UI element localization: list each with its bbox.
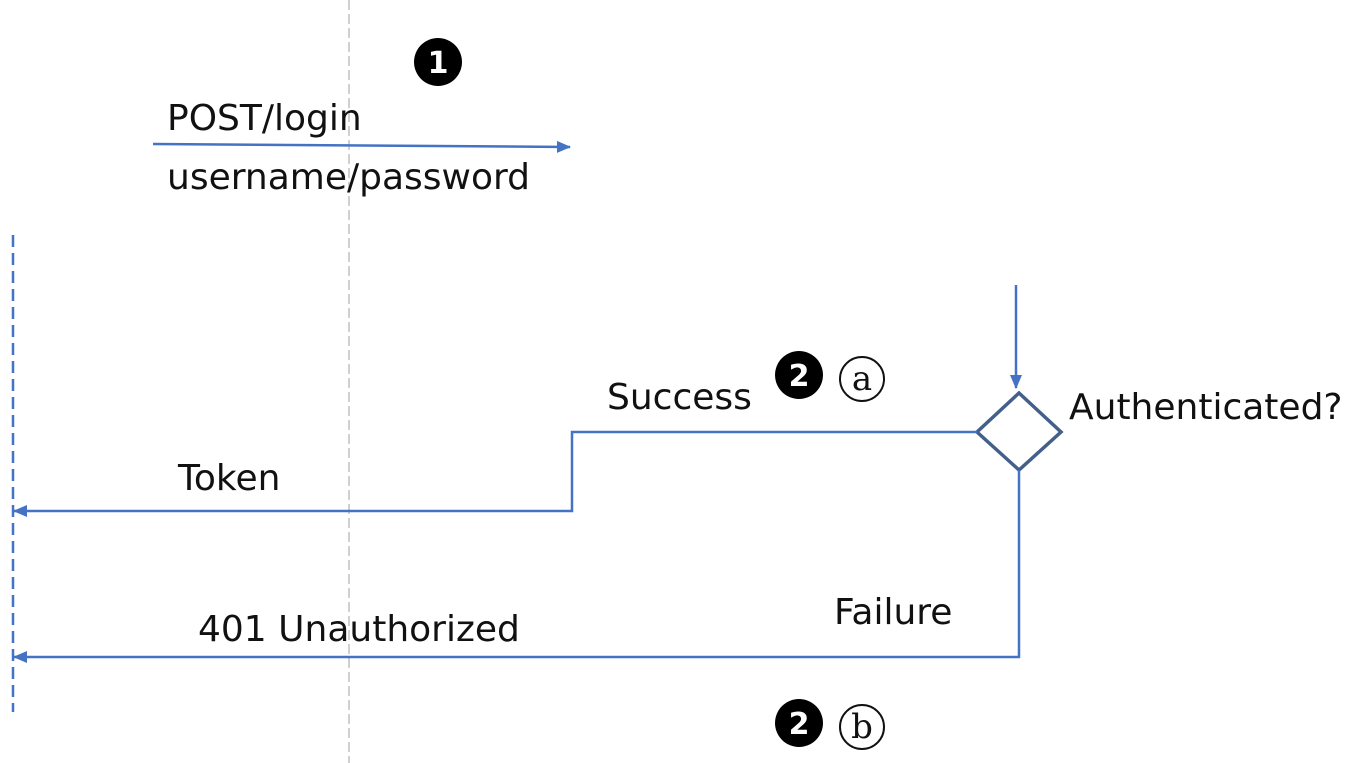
request-label-line2: username/password: [167, 157, 530, 198]
request-label-line1: POST/login: [167, 98, 362, 139]
success-token-arrow: [13, 430, 977, 517]
decision-diamond: [974, 390, 1064, 473]
failure-unauthorized-arrow: [13, 470, 1021, 663]
token-label: Token: [177, 458, 280, 499]
step-1-number: 1: [428, 46, 449, 81]
step-1-badge: 1: [414, 38, 462, 86]
unauthorized-label: 401 Unauthorized: [198, 609, 520, 650]
step-2a-badge: 2 a: [775, 351, 885, 402]
step-2a-letter: a: [852, 359, 872, 399]
step-2a-number: 2: [789, 359, 810, 394]
decision-label: Authenticated?: [1069, 387, 1343, 428]
failure-label: Failure: [834, 592, 952, 633]
step-2b-number: 2: [789, 707, 810, 742]
step-2b-badge: 2 b: [775, 699, 885, 750]
step-2b-letter: b: [851, 707, 873, 747]
success-label: Success: [607, 377, 752, 418]
request-arrow: [152, 140, 571, 153]
